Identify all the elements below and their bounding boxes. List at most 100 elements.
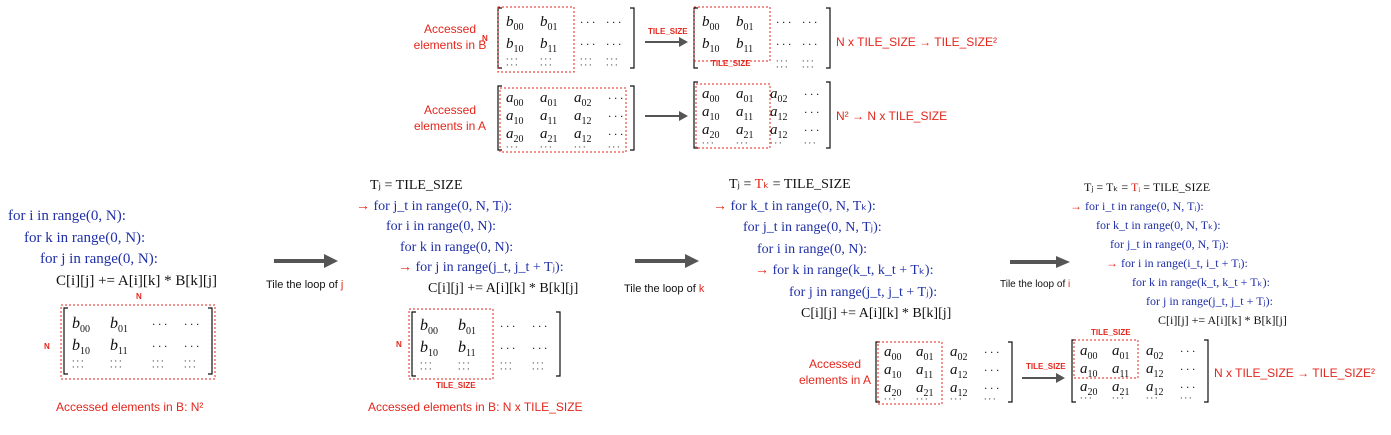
arrow2-caption-text: Tile the loop of [624,283,699,295]
svg-text:· · ·: · · · [608,109,623,123]
step3-line2: for j_t in range(0, N, Tⱼ): [713,217,951,239]
svg-text:· · ·: · · · [606,54,617,64]
top-b-arrow-icon [645,37,688,47]
step1-code: for i in range(0, N): for k in range(0, … [8,206,217,292]
svg-text:· · ·: · · · [500,364,511,374]
svg-text:· · ·: · · · [608,91,623,105]
step2-matrix-b-svg: b00 b01 · · · · · · b10 b11 · · · · · · … [408,308,561,380]
svg-text:· · ·: · · · [580,37,595,51]
arrow2-caption-var: k [698,283,705,295]
arrow3-caption: Tile the loop of i [1000,279,1070,290]
svg-text:· · ·: · · · [532,364,543,374]
step4-header-highlight: Tᵢ [1130,180,1141,194]
step2-line2: for i in range(0, N): [356,217,578,238]
svg-text:· · ·: · · · [152,356,163,366]
svg-text:· · ·: · · · [532,319,547,333]
svg-text:· · ·: · · · [184,317,199,331]
top-a-label-line2: elements in A [413,119,487,133]
step4-line2-text: for k_t in range(0, N, Tₖ): [1096,218,1221,232]
svg-text:· · ·: · · · [1080,393,1091,403]
svg-text:a12: a12 [950,362,968,381]
arrow1-caption-var: j [340,279,344,291]
step1-matrix-b: b00 b01 · · · · · · b10 b11 · · · · · · … [60,304,216,385]
step2-caption: Accessed elements in B: N x TILE_SIZE [368,400,583,414]
step1-line3-text: for j in range(0, N): [40,251,158,267]
step4-line5-text: for k in range(k_t, k_t + Tₖ): [1132,275,1270,289]
arrow1-caption: Tile the loop of j [266,279,343,291]
arrow1-caption-text: Tile the loop of [266,279,341,291]
step3-arrow-icon [1022,373,1065,383]
svg-text:· · ·: · · · [420,364,431,374]
step3-matrix-a-original-svg: a00 a01 a02 · · · a10 a11 a12 · · · a20 … [875,341,1013,405]
step2-header-text: Tⱼ = TILE_SIZE [370,178,463,193]
top-matrix-a-tiled: a00 a01 a02 · · · a10 a11 a12 · · · a20 … [692,80,832,157]
svg-text:· · ·: · · · [458,364,469,374]
step2-line1: → for j_t in range(0, N, Tⱼ): [356,197,578,218]
svg-text:· · ·: · · · [500,319,515,333]
step3-line5: for j in range(j_t, j_t + Tⱼ): [713,282,951,304]
svg-text:b01: b01 [736,14,754,33]
top-b-label: Accessed elements in B [405,21,495,53]
svg-text:· · ·: · · · [776,15,791,29]
svg-text:a11: a11 [1112,361,1129,380]
step3-line6: C[i][j] += A[i][k] * B[k][j] [713,303,951,325]
svg-text:· · ·: · · · [500,358,511,368]
step2-line5-text: C[i][j] += A[i][k] * B[k][j] [428,280,579,296]
step1-n-side: N [44,342,50,351]
step3-a-label: Accessed elements in A [797,356,873,388]
svg-text:· · ·: · · · [802,56,813,66]
svg-text:· · ·: · · · [804,138,815,148]
svg-text:b00: b00 [506,14,524,33]
svg-text:b01: b01 [458,317,476,337]
step4-line4: → for i in range(i_t, i_t + Tᵢ): [1070,254,1287,273]
svg-text:b01: b01 [540,14,558,33]
svg-text:· · ·: · · · [532,341,547,355]
svg-text:· · ·: · · · [804,105,819,119]
step4-line5: for k in range(k_t, k_t + Tₖ): [1070,273,1287,292]
svg-text:b11: b11 [736,36,753,55]
svg-text:a00: a00 [884,344,902,363]
svg-text:a10: a10 [1080,361,1098,380]
step3-line1-text: for k_t in range(0, N, Tₖ): [730,198,876,214]
step2-line4-text: for j in range(j_t, j_t + Tⱼ): [415,260,564,275]
step2-tile-label: TILE_SIZE [436,381,476,390]
svg-text:a01: a01 [540,90,558,109]
step2-line3: for k in range(0, N): [356,238,578,259]
top-a-arrow-icon [645,111,688,121]
svg-text:a01: a01 [916,344,934,363]
svg-text:· · ·: · · · [540,142,551,152]
top-matrix-b-tiled-svg: b00 b01 · · · · · · b10 b11 · · · · · · … [693,6,831,72]
top-a-result: N² → N x TILE_SIZE [836,109,948,123]
svg-text:a02: a02 [1146,343,1164,362]
svg-text:· · ·: · · · [152,317,167,331]
svg-text:· · ·: · · · [776,62,787,72]
svg-text:a11: a11 [540,108,557,127]
svg-text:· · ·: · · · [606,37,621,51]
top-matrix-b-original: b00 b01 · · · · · · b10 b11 · · · · · · … [496,6,636,77]
step1-line2-text: for k in range(0, N): [24,229,146,246]
step2-matrix-b: b00 b01 · · · · · · b10 b11 · · · · · · … [408,308,564,385]
svg-text:· · ·: · · · [574,142,585,152]
svg-text:· · ·: · · · [776,37,791,51]
svg-text:· · ·: · · · [884,394,895,404]
step2-code: Tⱼ = TILE_SIZE → for j_t in range(0, N, … [356,176,578,299]
svg-text:· · ·: · · · [802,62,813,72]
arrow3-icon [1010,256,1070,268]
arrow1-icon [274,254,338,268]
svg-text:b01: b01 [110,315,128,335]
step3-code: Tj = Tk = TILE_SIZE Tⱼ = Tₖ = TILE_SIZE … [713,174,951,325]
top-b-result: N x TILE_SIZE → TILE_SIZE² [836,35,997,49]
step2-line3-text: for k in range(0, N): [400,239,514,255]
step3-line3-text: for i in range(0, N): [757,241,868,257]
svg-text:a02: a02 [770,86,788,105]
svg-text:· · ·: · · · [1180,380,1195,394]
svg-text:b10: b10 [420,339,438,359]
svg-text:· · ·: · · · [1112,393,1123,403]
top-matrix-a-tiled-svg: a00 a01 a02 · · · a10 a11 a12 · · · a20 … [693,81,831,149]
step2-line5: C[i][j] += A[i][k] * B[k][j] [356,279,578,300]
step2-line1-text: for j_t in range(0, N, Tⱼ): [373,198,513,214]
step1-line3: for j in range(0, N): [8,249,217,271]
top-matrix-b-tiled: b00 b01 · · · · · · b10 b11 · · · · · · … [692,6,832,77]
svg-text:a00: a00 [702,86,720,105]
svg-text:· · ·: · · · [950,394,961,404]
